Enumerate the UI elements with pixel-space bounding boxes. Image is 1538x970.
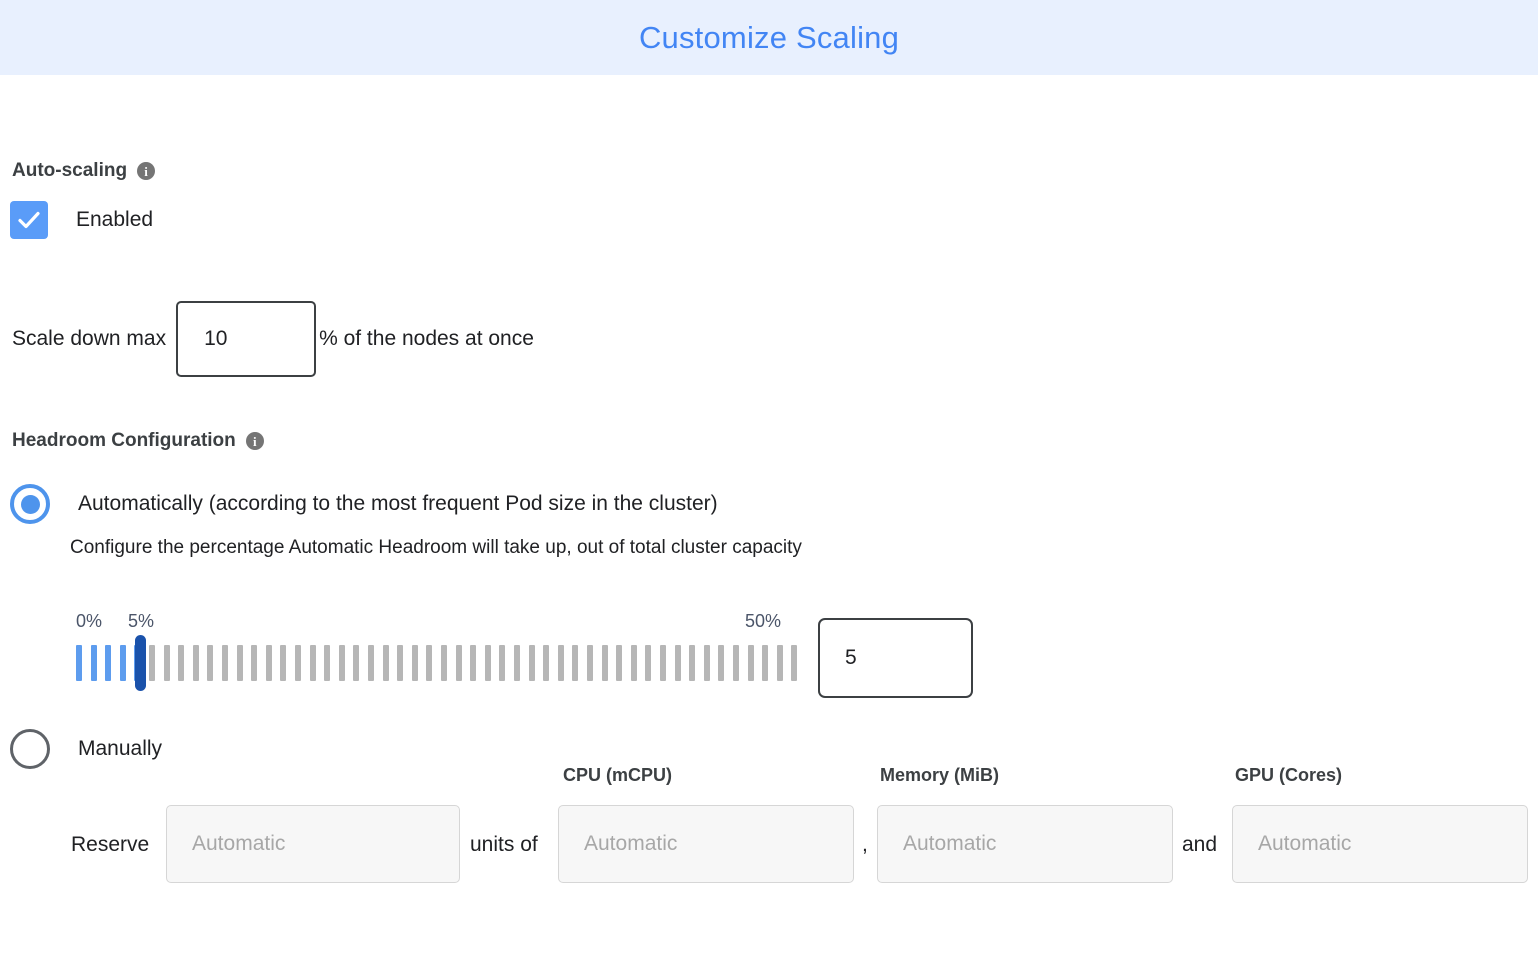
page-title: Customize Scaling [638, 19, 900, 55]
slider-tick[interactable] [426, 645, 433, 681]
info-icon[interactable]: i [245, 432, 264, 450]
dialog-body: Auto-scaling i Enabled Scale down max % … [0, 75, 1538, 970]
radio-manually-label: Manually [78, 737, 163, 760]
radio-automatic-label: Automatically (according to the most fre… [78, 492, 718, 515]
slider-tick[interactable] [499, 645, 506, 681]
slider-tick[interactable] [747, 645, 754, 681]
slider-value-label: 5% [128, 611, 155, 631]
slider-tick[interactable] [207, 645, 214, 681]
slider-tick[interactable] [295, 645, 301, 681]
headroom-option-manual[interactable]: Manually [10, 729, 162, 769]
slider-tick[interactable] [776, 645, 783, 681]
comma-separator: , [862, 833, 868, 856]
manual-reserve-row: CPU (mCPU) Memory (MiB) GPU (Cores) Rese… [0, 765, 1538, 905]
slider-max-label: 50% [745, 611, 782, 631]
headroom-configuration-label-text: Headroom Configuration [12, 430, 236, 451]
slider-tick[interactable] [178, 645, 185, 681]
slider-tick[interactable] [470, 645, 477, 681]
slider-tick[interactable] [90, 645, 97, 681]
slider-tick[interactable] [338, 645, 345, 681]
slider-tick[interactable] [557, 645, 564, 681]
slider-tick[interactable] [601, 645, 608, 681]
auto-scaling-enabled-row[interactable]: Enabled [10, 201, 153, 239]
and-separator: and [1182, 833, 1218, 856]
dialog-header: Customize Scaling [0, 0, 1538, 75]
slider-tick[interactable] [572, 645, 579, 681]
slider-tick[interactable] [353, 645, 360, 681]
slider-tick[interactable] [484, 645, 491, 681]
slider-track[interactable] [76, 635, 806, 691]
slider-tick[interactable] [689, 645, 696, 681]
reserve-label: Reserve [71, 833, 150, 856]
slider-handle[interactable] [135, 635, 147, 691]
slider-tick[interactable] [616, 645, 623, 681]
slider-tick[interactable] [309, 645, 316, 681]
slider-tick[interactable] [660, 645, 666, 681]
slider-tick[interactable] [791, 645, 798, 681]
slider-tick[interactable] [441, 645, 447, 681]
slider-tick[interactable] [587, 645, 593, 681]
slider-tick[interactable] [251, 645, 258, 681]
slider-tick[interactable] [543, 645, 550, 681]
slider-tick[interactable] [630, 645, 637, 681]
info-icon[interactable]: i [137, 162, 156, 180]
auto-scaling-enabled-checkbox[interactable] [10, 201, 48, 239]
slider-tick[interactable] [718, 645, 725, 681]
check-icon [18, 211, 40, 229]
slider-tick[interactable] [222, 645, 228, 681]
slider-tick[interactable] [149, 645, 155, 681]
auto-scaling-section-label: Auto-scaling i [12, 160, 156, 182]
slider-tick[interactable] [528, 645, 535, 681]
slider-tick[interactable] [280, 645, 287, 681]
slider-tick[interactable] [119, 645, 126, 681]
auto-scaling-enabled-label: Enabled [76, 208, 154, 231]
headroom-option-automatic[interactable]: Automatically (according to the most fre… [10, 484, 718, 524]
slider-tick[interactable] [733, 645, 739, 681]
slider-tick[interactable] [397, 645, 404, 681]
memory-input[interactable] [877, 805, 1173, 883]
units-of-label: units of [470, 833, 538, 856]
slider-tick[interactable] [455, 645, 462, 681]
slider-tick[interactable] [703, 645, 710, 681]
gpu-input[interactable] [1232, 805, 1528, 883]
gpu-field-label: GPU (Cores) [1235, 765, 1343, 785]
auto-scaling-label-text: Auto-scaling [12, 160, 128, 181]
headroom-configuration-section-label: Headroom Configuration i [12, 430, 264, 452]
slider-tick[interactable] [324, 645, 331, 681]
scale-down-max-suffix: % of the nodes at once [319, 327, 534, 350]
slider-tick[interactable] [762, 645, 769, 681]
scale-down-max-input[interactable] [176, 301, 317, 377]
scale-down-max-row: Scale down max % of the nodes at once [12, 301, 534, 377]
slider-tick[interactable] [368, 645, 374, 681]
cpu-field-label: CPU (mCPU) [563, 765, 673, 785]
radio-automatic[interactable] [10, 484, 50, 524]
slider-tick[interactable] [236, 645, 243, 681]
slider-tick[interactable] [382, 645, 389, 681]
slider-tick[interactable] [514, 645, 520, 681]
slider-tick[interactable] [645, 645, 652, 681]
slider-tick[interactable] [411, 645, 418, 681]
memory-field-label: Memory (MiB) [880, 765, 1000, 785]
slider-min-label: 0% [76, 611, 103, 631]
radio-manually[interactable] [10, 729, 50, 769]
headroom-description: Configure the percentage Automatic Headr… [70, 537, 802, 558]
headroom-percentage-input[interactable] [818, 618, 973, 698]
slider-tick[interactable] [674, 645, 681, 681]
slider-tick[interactable] [192, 645, 199, 681]
slider-tick[interactable] [105, 645, 112, 681]
slider-tick[interactable] [163, 645, 170, 681]
slider-tick[interactable] [265, 645, 272, 681]
slider-tick[interactable] [76, 645, 82, 681]
scale-down-max-label: Scale down max [12, 327, 167, 350]
reserve-units-input[interactable] [166, 805, 460, 883]
cpu-input[interactable] [558, 805, 854, 883]
